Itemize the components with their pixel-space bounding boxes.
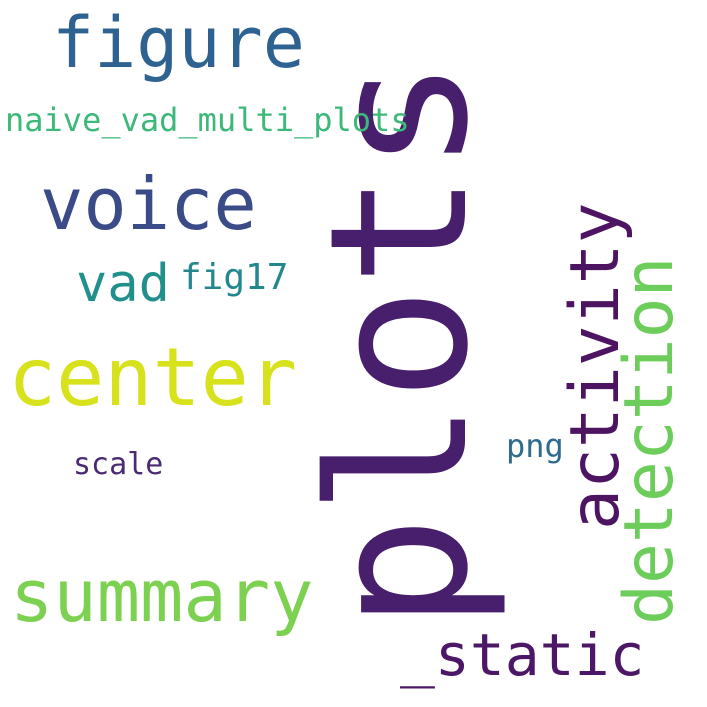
word-voice: voice — [40, 162, 257, 246]
word-static: _static — [400, 621, 645, 689]
word-center: center — [8, 331, 297, 424]
word-png: png — [506, 427, 564, 465]
word-figure: figure — [52, 2, 305, 84]
word-plots: plots — [289, 58, 510, 630]
word-naive-vad-multi-plots: naive_vad_multi_plots — [5, 101, 410, 139]
word-summary: summary — [10, 554, 314, 638]
word-fig17: fig17 — [180, 257, 289, 298]
word-vad: vad — [76, 254, 170, 314]
word-scale: scale — [73, 447, 164, 482]
word-detection: detection — [610, 256, 689, 625]
